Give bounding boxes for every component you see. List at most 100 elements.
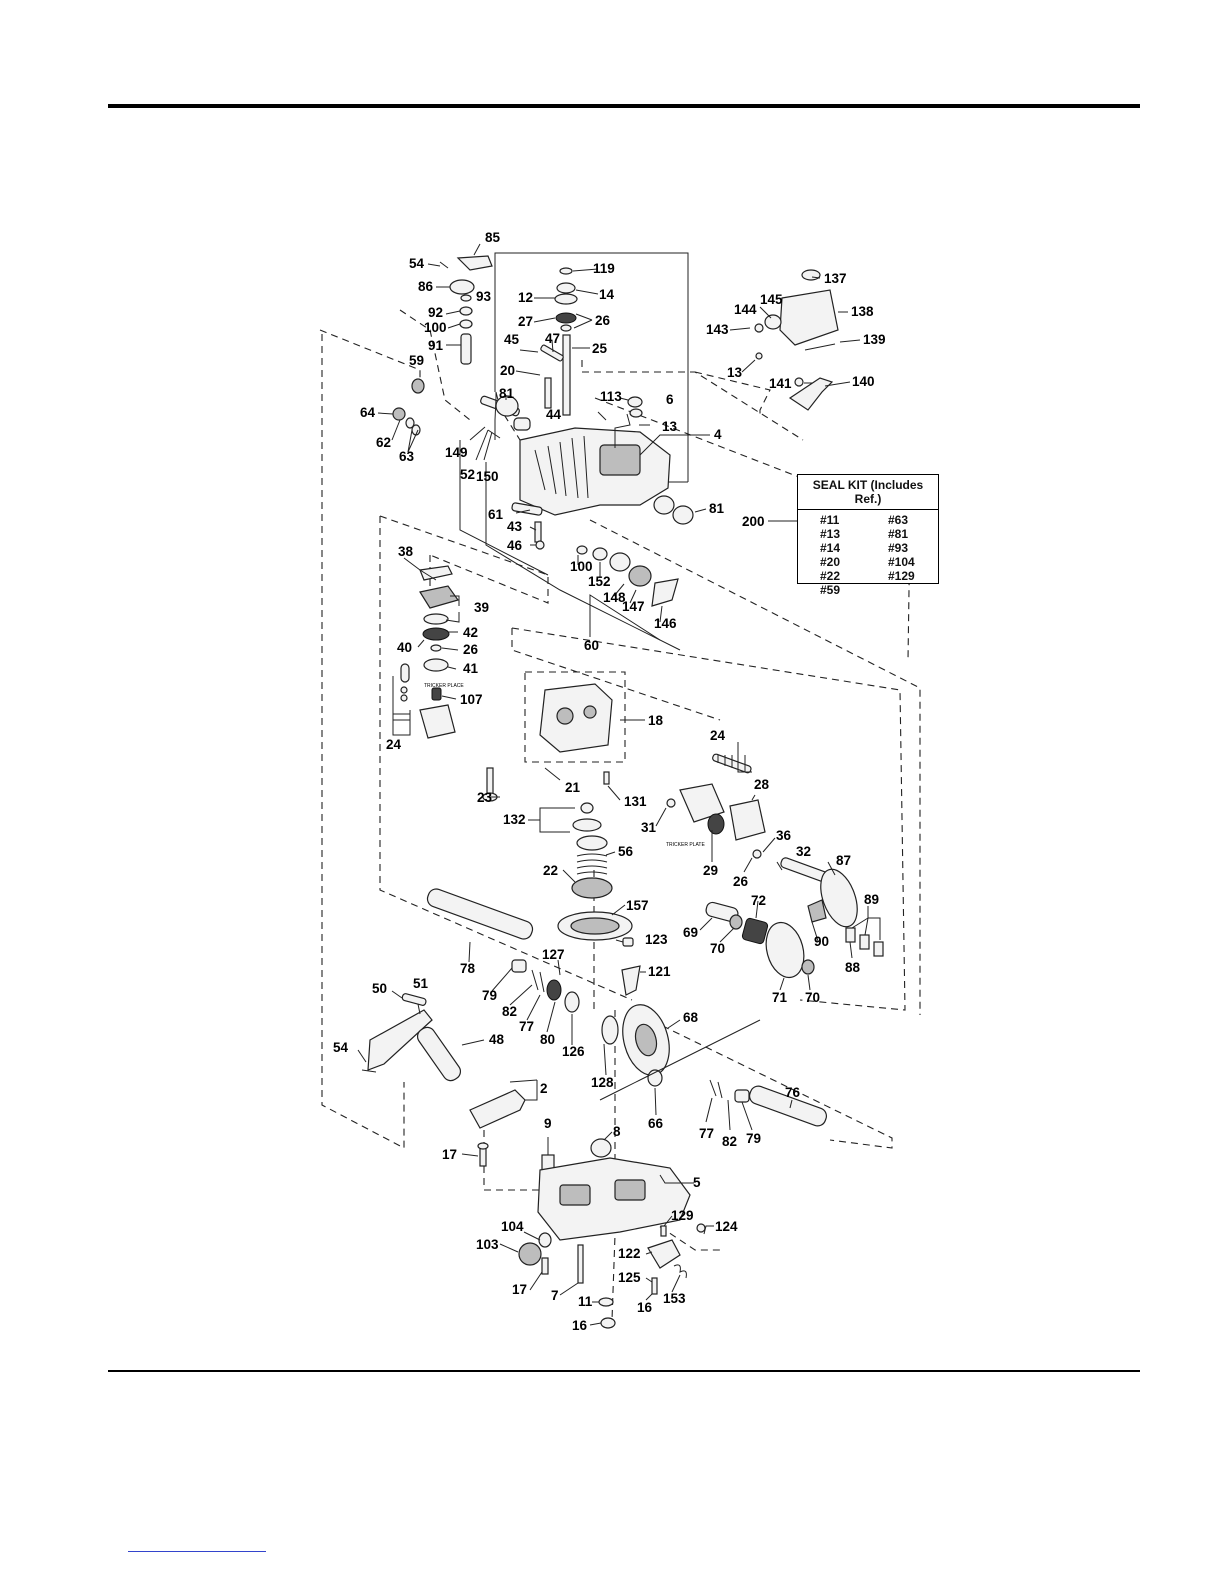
callout-27: 27 (518, 314, 533, 329)
callout-127: 127 (542, 947, 565, 962)
seal-kit-item: #63 (888, 513, 909, 527)
callout-79: 79 (746, 1131, 761, 1146)
callout-100: 100 (570, 559, 593, 574)
callout-8: 8 (613, 1124, 621, 1139)
callout-47: 47 (545, 331, 560, 346)
callout-137: 137 (824, 271, 847, 286)
callout-42: 42 (463, 625, 478, 640)
callout-39: 39 (474, 600, 489, 615)
callout-60: 60 (584, 638, 599, 653)
callout-145: 145 (760, 292, 783, 307)
callout-59: 59 (409, 353, 424, 368)
seal-kit-item: #81 (888, 527, 909, 541)
seal-kit-item: #59 (820, 583, 841, 597)
callout-128: 128 (591, 1075, 614, 1090)
callout-38: 38 (398, 544, 414, 559)
seal-kit-item: #14 (820, 541, 841, 555)
callout-125: 125 (618, 1270, 641, 1285)
sticker-label-left: TRICKER PLACE (424, 683, 464, 689)
seal-kit-item: #13 (820, 527, 841, 541)
callout-77: 77 (519, 1019, 534, 1034)
callout-76: 76 (785, 1085, 801, 1100)
callout-40: 40 (397, 640, 412, 655)
callout-7: 7 (551, 1288, 559, 1303)
callout-54: 54 (333, 1040, 349, 1055)
callout-113: 113 (600, 389, 622, 404)
callout-20: 20 (500, 363, 515, 378)
callout-9: 9 (544, 1116, 552, 1131)
callout-25: 25 (592, 341, 608, 356)
callout-140: 140 (852, 374, 875, 389)
callout-129: 129 (671, 1208, 694, 1223)
callout-26: 26 (463, 642, 479, 657)
callout-77: 77 (699, 1126, 714, 1141)
callout-90: 90 (814, 934, 829, 949)
callout-69: 69 (683, 925, 698, 940)
callout-87: 87 (836, 853, 851, 868)
callout-6: 6 (666, 392, 674, 407)
callout-24: 24 (386, 737, 402, 752)
seal-kit-item: #93 (888, 541, 909, 555)
footer-rule (108, 1370, 1140, 1372)
seal-kit-title: SEAL KIT (Includes Ref.) (798, 475, 938, 510)
callout-126: 126 (562, 1044, 585, 1059)
footer-link-underline[interactable] (128, 1551, 266, 1552)
callout-54: 54 (409, 256, 425, 271)
seal-kit-item: #104 (888, 555, 915, 569)
callout-28: 28 (754, 777, 770, 792)
seal-kit-items: #11 #63 #13 #81 #14 #93 #20 #104 #22 #12… (798, 510, 938, 597)
callout-52: 52 (460, 467, 475, 482)
seal-kit-item: #20 (820, 555, 841, 569)
callout-149: 149 (445, 445, 468, 460)
callout-141: 141 (769, 376, 792, 391)
callout-146: 146 (654, 616, 677, 631)
callout-71: 71 (772, 990, 788, 1005)
callout-82: 82 (502, 1004, 517, 1019)
callout-13: 13 (662, 419, 678, 434)
callout-24: 24 (710, 728, 726, 743)
callout-68: 68 (683, 1010, 699, 1025)
callout-17: 17 (442, 1147, 457, 1162)
callout-103: 103 (476, 1237, 499, 1252)
callout-18: 18 (648, 713, 664, 728)
leader-lines (357, 243, 881, 1326)
callout-51: 51 (413, 976, 429, 991)
callout-143: 143 (706, 322, 729, 337)
callout-91: 91 (428, 338, 444, 353)
frame-upper-shaft (494, 252, 689, 482)
callout-48: 48 (489, 1032, 505, 1047)
callout-100: 100 (424, 320, 447, 335)
callout-70: 70 (805, 990, 820, 1005)
callout-2: 2 (540, 1081, 548, 1096)
callout-93: 93 (476, 289, 492, 304)
callout-21: 21 (565, 780, 581, 795)
seal-kit-item: #22 (820, 569, 841, 583)
callout-labels: 85 54 86 93 92 100 91 59 64 62 63 119 12… (333, 230, 886, 1333)
callout-44: 44 (546, 407, 562, 422)
seal-kit-item (888, 583, 948, 597)
callout-23: 23 (477, 790, 493, 805)
callout-14: 14 (599, 287, 615, 302)
callout-85: 85 (485, 230, 501, 245)
callout-131: 131 (624, 794, 647, 809)
callout-132: 132 (503, 812, 526, 827)
callout-121: 121 (648, 964, 671, 979)
callout-36: 36 (776, 828, 792, 843)
callout-13: 13 (727, 365, 743, 380)
callout-72: 72 (751, 893, 766, 908)
callout-26: 26 (595, 313, 611, 328)
callout-81: 81 (499, 386, 515, 401)
callout-16: 16 (572, 1318, 588, 1333)
callout-88: 88 (845, 960, 861, 975)
callout-46: 46 (507, 538, 523, 553)
callout-153: 153 (663, 1291, 686, 1306)
callout-29: 29 (703, 863, 718, 878)
callout-107: 107 (460, 692, 483, 707)
callout-86: 86 (418, 279, 434, 294)
callout-32: 32 (796, 844, 811, 859)
callout-70: 70 (710, 941, 725, 956)
callout-66: 66 (648, 1116, 664, 1131)
callout-61: 61 (488, 507, 504, 522)
frame-center-section (524, 671, 626, 763)
